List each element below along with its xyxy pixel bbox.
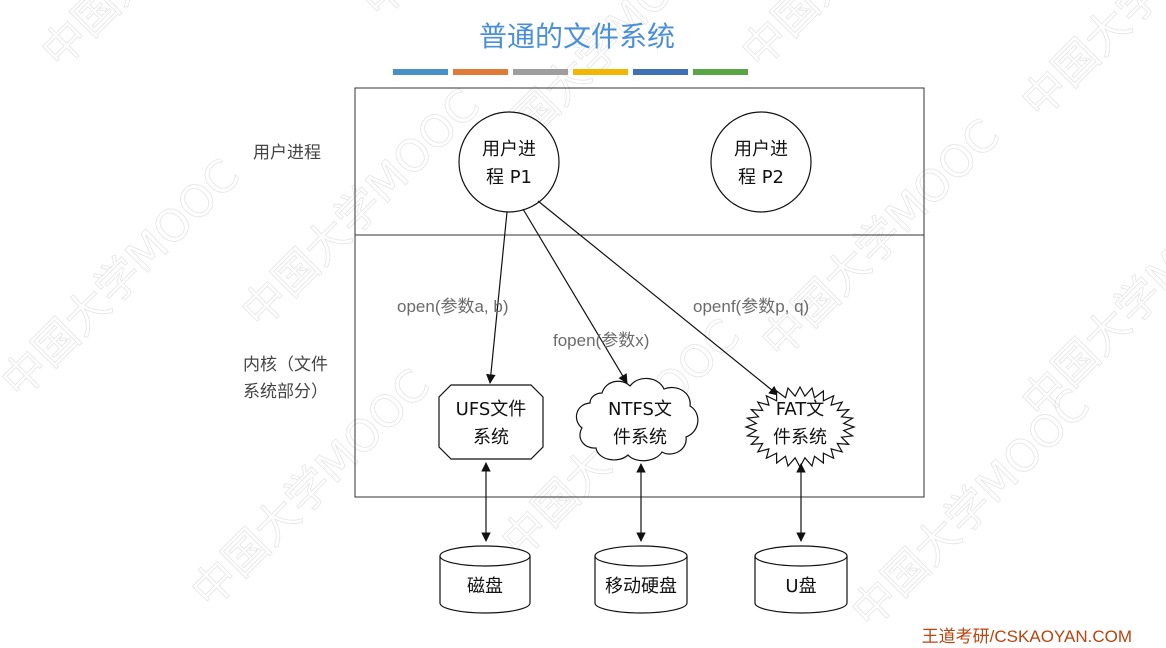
ufs-label-line2: 系统 <box>473 427 509 448</box>
fat-label-line2: 件系统 <box>773 427 827 448</box>
watermark-text: 中国大学MOOC <box>732 0 990 78</box>
process-p2-label-line1: 用户进 <box>734 139 788 160</box>
ntfs-label-line1: NTFS文 <box>608 399 672 420</box>
process-p2-node: 用户进 程 P2 <box>710 111 812 213</box>
title-bar-segment <box>693 69 748 75</box>
page-title: 普通的文件系统 <box>479 20 675 53</box>
process-p2-label-line2: 程 P2 <box>738 167 784 188</box>
title-bar-segment <box>573 69 628 75</box>
removable-disk-label: 移动硬盘 <box>605 576 677 597</box>
process-p1-label-line1: 用户进 <box>482 139 536 160</box>
disk-device: 磁盘 <box>439 545 531 614</box>
title-bar-segment <box>453 69 508 75</box>
watermark-text: 中国大学MOOC <box>842 380 1100 638</box>
ufs-filesystem-node: UFS文件 系统 <box>438 384 544 460</box>
usb-drive-label: U盘 <box>785 576 816 597</box>
kernel-section-label-line1: 内核（文件 <box>243 355 328 375</box>
process-p1-node: 用户进 程 P1 <box>458 111 560 213</box>
usb-drive-device: U盘 <box>754 545 848 614</box>
user-process-section-label: 用户进程 <box>253 143 321 163</box>
fopen-call-arrow <box>522 208 628 384</box>
openf-call-arrow <box>537 200 779 396</box>
watermark-text: 中国大学MOOC <box>1012 0 1166 128</box>
title-bar-segment <box>393 69 448 75</box>
ufs-label-line1: UFS文件 <box>456 399 527 420</box>
title-bar-segment <box>633 69 688 75</box>
open-call-label: open(参数a, b) <box>397 297 509 316</box>
fat-filesystem-node: FAT文 件系统 <box>744 385 856 469</box>
footer-brand: 王道考研/CSKAOYAN.COM <box>922 627 1132 646</box>
fat-label-line1: FAT文 <box>776 399 825 420</box>
ntfs-label-line2: 件系统 <box>613 427 667 448</box>
openf-call-label: openf(参数p, q) <box>693 297 809 316</box>
disk-label: 磁盘 <box>467 576 503 597</box>
watermark-text: 中国大学MOOC <box>1012 170 1166 428</box>
title-bar-segment <box>513 69 568 75</box>
process-p1-label-line2: 程 P1 <box>486 167 532 188</box>
kernel-section-label-line2: 系统部分） <box>243 382 328 402</box>
ntfs-filesystem-node: NTFS文 件系统 <box>575 377 699 462</box>
watermark-text: 中国大学MOOC <box>0 150 250 408</box>
fopen-call-label: fopen(参数x) <box>553 331 649 350</box>
open-call-arrow <box>486 211 508 384</box>
title-color-bar <box>393 69 748 75</box>
removable-disk-device: 移动硬盘 <box>594 545 688 614</box>
watermark-text: 中国大学MOOC <box>32 0 290 78</box>
